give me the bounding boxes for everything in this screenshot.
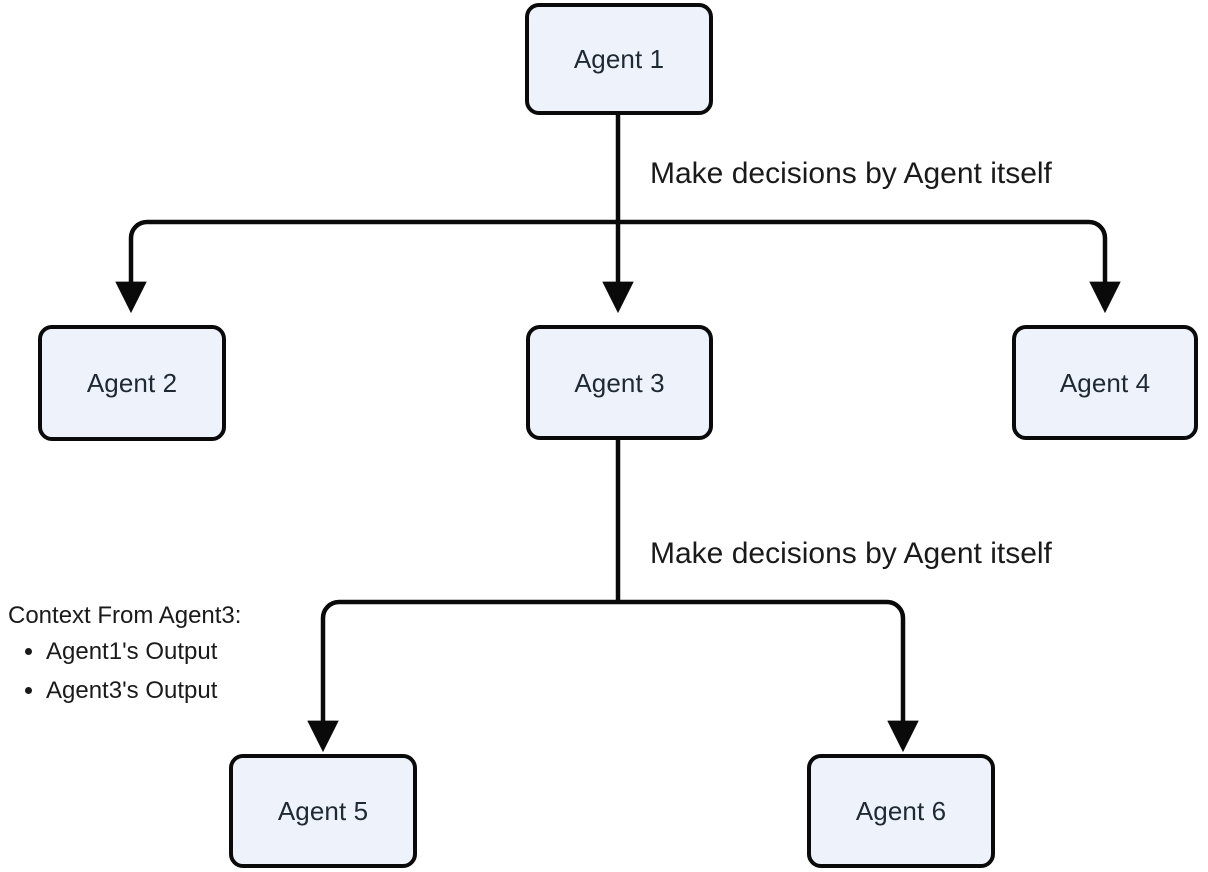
context-note: Context From Agent3: Agent1's Output Age… [4, 602, 304, 712]
node-agent4[interactable]: Agent 4 [1012, 325, 1198, 440]
edge-agent3-fork [307, 440, 919, 753]
node-agent5[interactable]: Agent 5 [229, 754, 417, 868]
node-agent1[interactable]: Agent 1 [525, 3, 713, 115]
node-agent6-label: Agent 6 [855, 796, 947, 826]
node-agent5-label: Agent 5 [277, 796, 369, 826]
node-agent3-label: Agent 3 [574, 367, 665, 398]
edge-agent3-to-agent5 [307, 599, 618, 753]
context-note-item: Agent3's Output [46, 672, 304, 711]
edge-agent1-to-agent2 [115, 219, 618, 314]
context-note-list: Agent1's Output Agent3's Output [4, 633, 304, 711]
node-agent2-label: Agent 2 [86, 368, 178, 398]
edge-label-top: Make decisions by Agent itself [646, 157, 1056, 191]
edge-agent3-to-agent6 [618, 599, 919, 753]
node-agent3[interactable]: Agent 3 [526, 325, 713, 440]
node-agent1-label: Agent 1 [573, 44, 665, 74]
edge-agent1-fork [115, 115, 1121, 314]
node-agent6[interactable]: Agent 6 [807, 754, 995, 868]
edge-label-bottom: Make decisions by Agent itself [646, 537, 1056, 571]
context-note-item: Agent1's Output [46, 633, 304, 672]
edge-agent1-to-agent4 [618, 219, 1121, 314]
node-agent4-label: Agent 4 [1059, 367, 1151, 398]
node-agent2[interactable]: Agent 2 [38, 325, 226, 441]
context-note-title: Context From Agent3: [8, 602, 242, 629]
